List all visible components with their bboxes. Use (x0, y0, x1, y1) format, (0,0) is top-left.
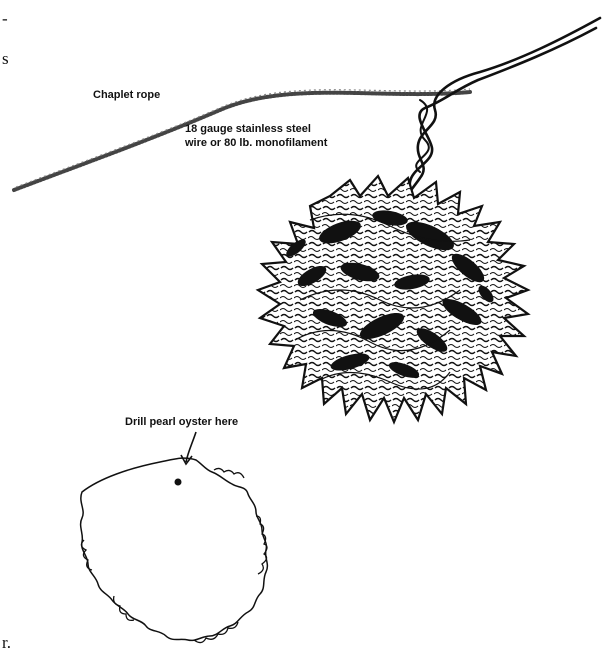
drill-point (175, 479, 182, 486)
edge-text-second: s (2, 49, 9, 68)
wire-label-line2: wire or 80 lb. monofilament (184, 137, 328, 149)
oyster-outline-illustration (81, 458, 268, 642)
chaplet-rope-label: Chaplet rope (93, 89, 160, 101)
drill-label: Drill pearl oyster here (125, 416, 238, 428)
wire-label-line1: 18 gauge stainless steel (185, 123, 311, 135)
edge-text-top: - (2, 9, 8, 28)
edge-text-bottom: r. (2, 633, 11, 652)
spiky-pearl-oyster-illustration (258, 176, 528, 422)
